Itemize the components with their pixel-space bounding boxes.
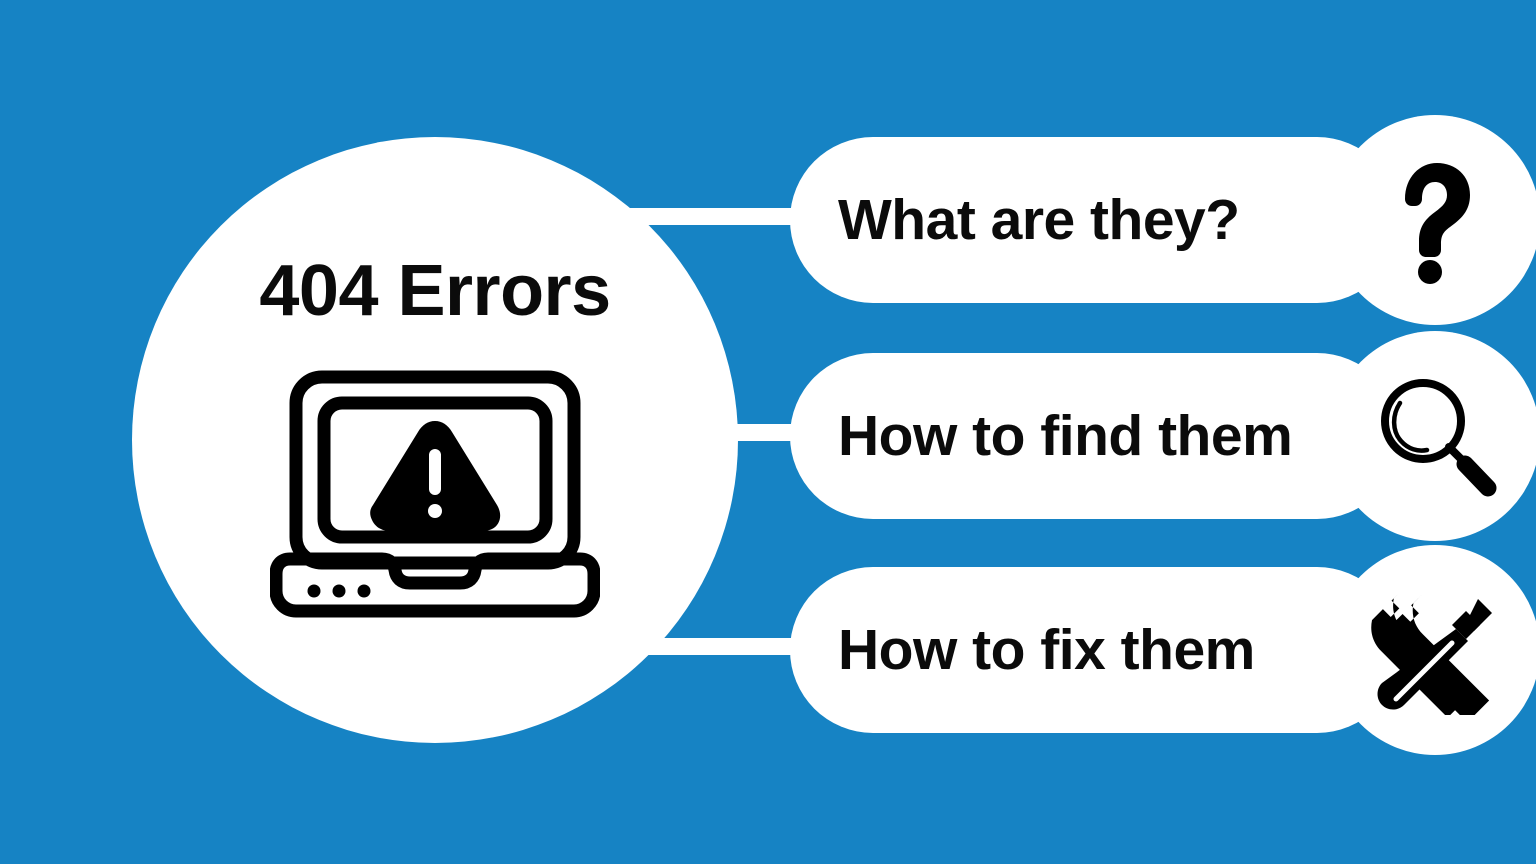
- branch-label: How to find them: [838, 404, 1293, 468]
- center-node-title: 404 Errors: [259, 251, 611, 331]
- branch-icon-bubble[interactable]: [1330, 331, 1536, 541]
- connector-line-what-are-they: [600, 208, 820, 225]
- magnifying-glass-icon: [1370, 371, 1500, 501]
- branch-pill[interactable]: How to fix them: [790, 567, 1400, 733]
- branch-label: What are they?: [838, 188, 1240, 252]
- question-mark-icon: [1370, 155, 1500, 285]
- branch-pill[interactable]: How to find them: [790, 353, 1400, 519]
- laptop-warning-icon: [269, 369, 601, 619]
- center-node[interactable]: 404 Errors: [132, 137, 738, 743]
- branch-label: How to fix them: [838, 618, 1255, 682]
- branch-pill[interactable]: What are they?: [790, 137, 1400, 303]
- wrench-screwdriver-icon: [1370, 585, 1500, 723]
- branch-icon-bubble[interactable]: [1330, 115, 1536, 325]
- branch-icon-bubble[interactable]: [1330, 545, 1536, 755]
